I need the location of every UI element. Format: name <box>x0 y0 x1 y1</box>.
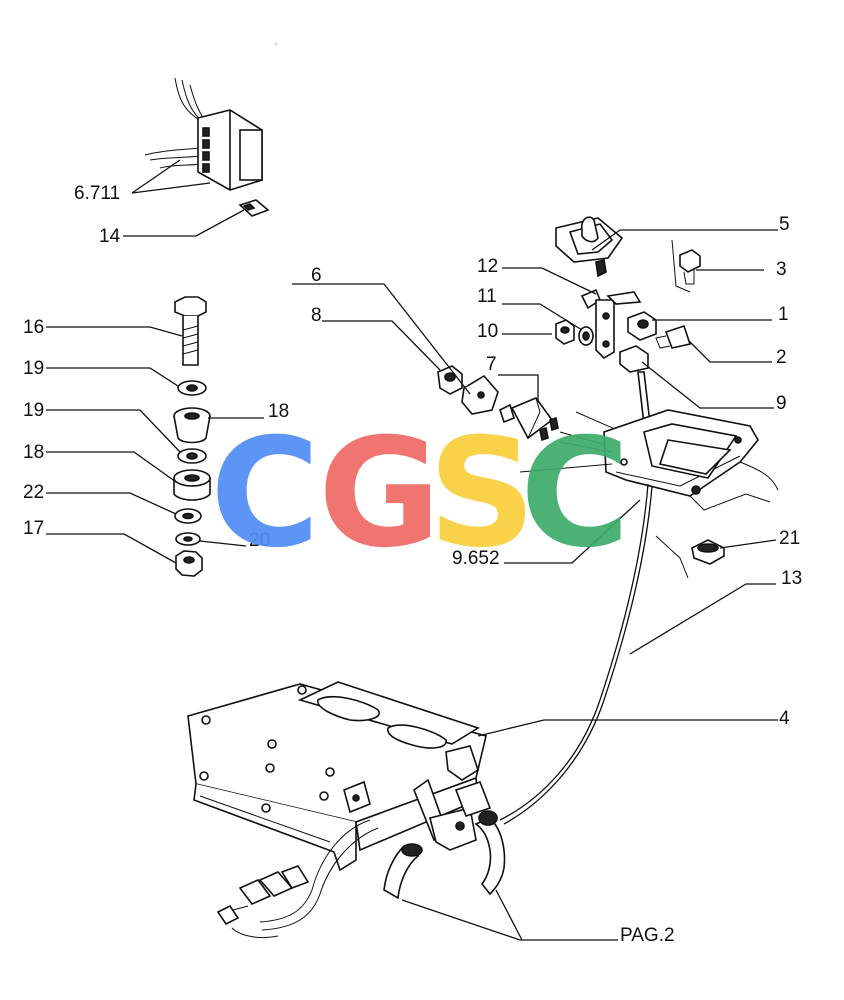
leader-pag2a <box>401 899 618 941</box>
watermark-letter-1: C <box>210 407 320 581</box>
leader-6 <box>292 283 471 395</box>
frame-corner <box>655 535 689 579</box>
washer-19a <box>177 380 207 396</box>
callout-18a: 18 <box>268 401 289 422</box>
callout-10: 10 <box>477 321 498 342</box>
nut-17 <box>175 550 203 577</box>
callout-19a: 19 <box>23 358 44 379</box>
leader-13 <box>629 583 776 655</box>
stray-dot <box>275 43 277 45</box>
callout-4: 4 <box>779 708 790 729</box>
shift-cable <box>499 483 649 821</box>
leader-8 <box>322 320 441 371</box>
watermark-letter-2: G <box>318 407 441 581</box>
pin-line-a <box>519 463 613 473</box>
switch-7 <box>499 397 559 442</box>
leader-11 <box>502 303 583 331</box>
heater-box <box>187 681 487 872</box>
callout-8: 8 <box>311 305 322 326</box>
console-plate <box>559 409 779 511</box>
washer-19b <box>177 448 207 464</box>
callout-1: 1 <box>778 304 789 325</box>
leader-20 <box>199 540 247 547</box>
washer-22 <box>174 508 202 524</box>
leader-22 <box>46 492 177 515</box>
leader-7 <box>498 374 539 402</box>
grommet-21 <box>691 539 725 565</box>
bushing-18a <box>173 407 211 444</box>
callout-5: 5 <box>779 214 790 235</box>
wire-harness <box>216 819 379 939</box>
callout-18b: 18 <box>23 442 44 463</box>
wiring-connector <box>144 77 263 191</box>
watermark: C G S C <box>210 407 630 581</box>
lever-knob-5 <box>555 216 624 278</box>
watermark-letter-3: S <box>428 407 536 581</box>
mount-bolt <box>174 296 207 366</box>
pin-hole <box>620 458 628 466</box>
leader-16 <box>46 326 183 337</box>
fuse <box>238 199 270 217</box>
shift-cable-edge <box>503 485 653 825</box>
washer-20 <box>175 532 201 546</box>
callout-9652: 9.652 <box>452 548 500 569</box>
callout-3: 3 <box>776 259 787 280</box>
leader-6711b <box>131 159 181 194</box>
sleeve-1 <box>627 311 657 341</box>
leader-17 <box>46 533 177 564</box>
knob-8 <box>437 365 463 395</box>
leader-9 <box>641 361 774 409</box>
callout-2: 2 <box>776 347 787 368</box>
leader-18b <box>46 451 177 483</box>
pin-line-b <box>559 441 613 453</box>
callout-9: 9 <box>776 393 787 414</box>
leader-6711a <box>131 182 211 194</box>
callout-12: 12 <box>477 256 498 277</box>
leader-2 <box>687 339 772 363</box>
leader-14 <box>123 209 245 237</box>
callout-22: 22 <box>23 482 44 503</box>
leader-12 <box>502 267 597 295</box>
callout-13: 13 <box>781 568 802 589</box>
cap-6 <box>461 374 499 415</box>
callout-16: 16 <box>23 317 44 338</box>
callout-20: 20 <box>249 530 270 551</box>
callout-19b: 19 <box>23 400 44 421</box>
hose-left <box>383 843 423 900</box>
callout-6711: 6.711 <box>74 183 120 204</box>
frame-fragment <box>671 239 691 293</box>
leader-21 <box>719 539 777 549</box>
bolt-2 <box>655 324 692 349</box>
callout-pag2: PAG.2 <box>620 925 675 946</box>
leader-5 <box>591 229 778 251</box>
leader-pag2b <box>495 889 523 941</box>
bushing-18b <box>173 469 211 501</box>
leader-9652 <box>504 499 641 564</box>
bolt-3 <box>679 249 701 285</box>
leader-19b <box>46 409 181 453</box>
callout-6: 6 <box>311 265 322 286</box>
leader-4 <box>477 719 778 737</box>
washer-11 <box>578 326 594 346</box>
callout-11: 11 <box>477 286 497 307</box>
control-valve <box>413 778 492 851</box>
bracket-12 <box>580 288 642 360</box>
hose-right <box>474 810 506 896</box>
callout-21: 21 <box>779 528 800 549</box>
leader-19a <box>46 367 179 387</box>
callout-7: 7 <box>486 354 497 375</box>
watermark-letter-4: C <box>520 407 630 581</box>
callout-17: 17 <box>23 518 44 539</box>
callout-14: 14 <box>99 226 121 247</box>
